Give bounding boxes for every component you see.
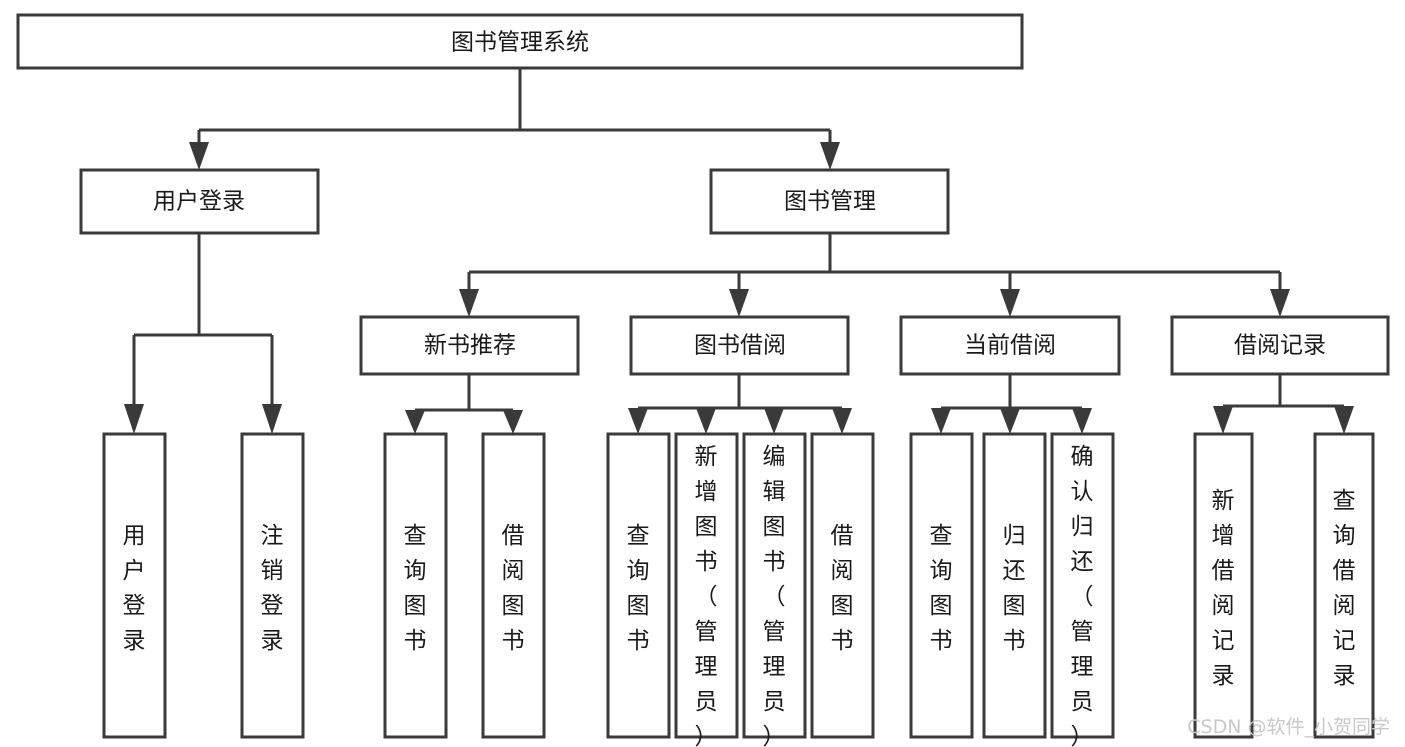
arrow-root-to-book-mgmt [820, 142, 840, 170]
node-book-management-label: 图书管理 [784, 189, 876, 215]
leaf-query-borrow-record-box[interactable] [1313, 432, 1375, 739]
node-current-borrow-box[interactable] [899, 315, 1121, 376]
node-book-borrow[interactable]: 图书借阅 [629, 315, 850, 376]
leaf-query-borrow-record-label: 查询借阅记录 [1333, 488, 1356, 689]
leaf-edit-book-admin[interactable]: 编辑图书（管理员） [742, 432, 807, 747]
arrow-to-leaf-query-book-1 [405, 410, 425, 434]
arrow-to-new-book-rec [459, 289, 479, 317]
leaf-return-book-box[interactable] [982, 432, 1047, 739]
node-borrow-record-label: 借阅记录 [1234, 333, 1326, 359]
leaf-borrow-book-2[interactable]: 借阅图书 [810, 432, 875, 739]
csdn-watermark: CSDN @软件_小贺同学 [1187, 716, 1390, 738]
connectors-layer [124, 68, 1354, 434]
leaf-query-borrow-record[interactable]: 查询借阅记录 [1313, 432, 1375, 739]
arrow-to-leaf-borrow-book-1 [503, 410, 523, 434]
leaf-query-book-1-label: 查询图书 [404, 523, 427, 654]
leaf-edit-book-admin-label: 编辑图书（管理员） [763, 444, 786, 747]
leaf-query-book-3-label: 查询图书 [930, 523, 953, 654]
node-new-book-recommend-label: 新书推荐 [424, 333, 516, 359]
node-root-box[interactable] [16, 13, 1024, 70]
leaf-query-book-2-label: 查询图书 [627, 523, 650, 654]
leaf-return-book[interactable]: 归还图书 [982, 432, 1047, 739]
leaf-confirm-return-admin[interactable]: 确认归还（管理员） [1050, 432, 1115, 747]
node-current-borrow-label: 当前借阅 [964, 333, 1056, 359]
leaf-user-login[interactable]: 用户登录 [102, 432, 167, 739]
node-book-management[interactable]: 图书管理 [709, 168, 950, 235]
arrow-to-leaf-add-book [696, 408, 716, 434]
leaf-logout-label: 注销登录 [261, 523, 284, 654]
node-book-management-box[interactable] [709, 168, 950, 235]
arrow-to-leaf-query-book-2 [628, 408, 648, 434]
node-current-borrow[interactable]: 当前借阅 [899, 315, 1121, 376]
arrow-to-leaf-logout [262, 404, 282, 434]
node-new-book-recommend-box[interactable] [359, 315, 580, 376]
leaf-logout[interactable]: 注销登录 [240, 432, 305, 739]
arrow-to-current-borrow [1000, 289, 1020, 317]
arrow-to-borrow-record [1270, 289, 1290, 317]
arrow-to-leaf-query-book-3 [931, 408, 951, 434]
leaf-query-book-2-box[interactable] [606, 432, 671, 739]
arrow-to-leaf-edit-book [764, 408, 784, 434]
node-borrow-record[interactable]: 借阅记录 [1170, 315, 1390, 376]
leaf-add-book-admin-label: 新增图书（管理员） [695, 444, 718, 747]
arrow-to-leaf-return-book [1000, 408, 1020, 434]
arrow-to-leaf-borrow-book-2 [832, 408, 852, 434]
arrow-root-to-user-login [189, 142, 209, 170]
leaf-edit-book-admin-box[interactable] [742, 432, 807, 739]
leaf-borrow-book-1-box[interactable] [481, 432, 546, 739]
leaf-borrow-book-1[interactable]: 借阅图书 [481, 432, 546, 739]
leaf-user-login-label: 用户登录 [123, 523, 146, 654]
leaf-add-borrow-record-box[interactable] [1193, 432, 1254, 739]
leaf-query-book-1-box[interactable] [383, 432, 448, 739]
leaf-logout-box[interactable] [240, 432, 305, 739]
node-user-login-label: 用户登录 [153, 189, 245, 215]
leaf-borrow-book-1-label: 借阅图书 [502, 523, 525, 654]
node-root-label: 图书管理系统 [451, 30, 589, 56]
leaf-add-borrow-record[interactable]: 新增借阅记录 [1193, 432, 1254, 739]
leaf-add-book-admin[interactable]: 新增图书（管理员） [674, 432, 739, 747]
node-user-login-box[interactable] [79, 168, 320, 235]
arrow-to-leaf-user-login [124, 404, 144, 434]
leaf-borrow-book-2-box[interactable] [810, 432, 875, 739]
node-new-book-recommend[interactable]: 新书推荐 [359, 315, 580, 376]
leaf-borrow-book-2-label: 借阅图书 [831, 523, 854, 654]
leaf-query-book-1[interactable]: 查询图书 [383, 432, 448, 739]
node-borrow-record-box[interactable] [1170, 315, 1390, 376]
leaf-return-book-label: 归还图书 [1003, 523, 1026, 654]
node-user-login[interactable]: 用户登录 [79, 168, 320, 235]
leaf-add-book-admin-box[interactable] [674, 432, 739, 739]
node-book-borrow-label: 图书借阅 [694, 333, 786, 359]
leaf-user-login-box[interactable] [102, 432, 167, 739]
leaf-query-book-3-box[interactable] [909, 432, 974, 739]
leaf-confirm-return-admin-box[interactable] [1050, 432, 1115, 739]
leaf-query-book-3[interactable]: 查询图书 [909, 432, 974, 739]
arrow-to-leaf-confirm-return [1072, 408, 1092, 434]
node-book-borrow-box[interactable] [629, 315, 850, 376]
leaf-confirm-return-admin-label: 确认归还（管理员） [1071, 444, 1094, 747]
leaf-query-book-2[interactable]: 查询图书 [606, 432, 671, 739]
leaf-add-borrow-record-label: 新增借阅记录 [1212, 488, 1235, 689]
arrow-to-leaf-add-record [1213, 406, 1233, 434]
arrow-to-leaf-query-record [1334, 406, 1354, 434]
arrow-to-book-borrow [729, 289, 749, 317]
node-root-book-management-system[interactable]: 图书管理系统 [16, 13, 1024, 70]
